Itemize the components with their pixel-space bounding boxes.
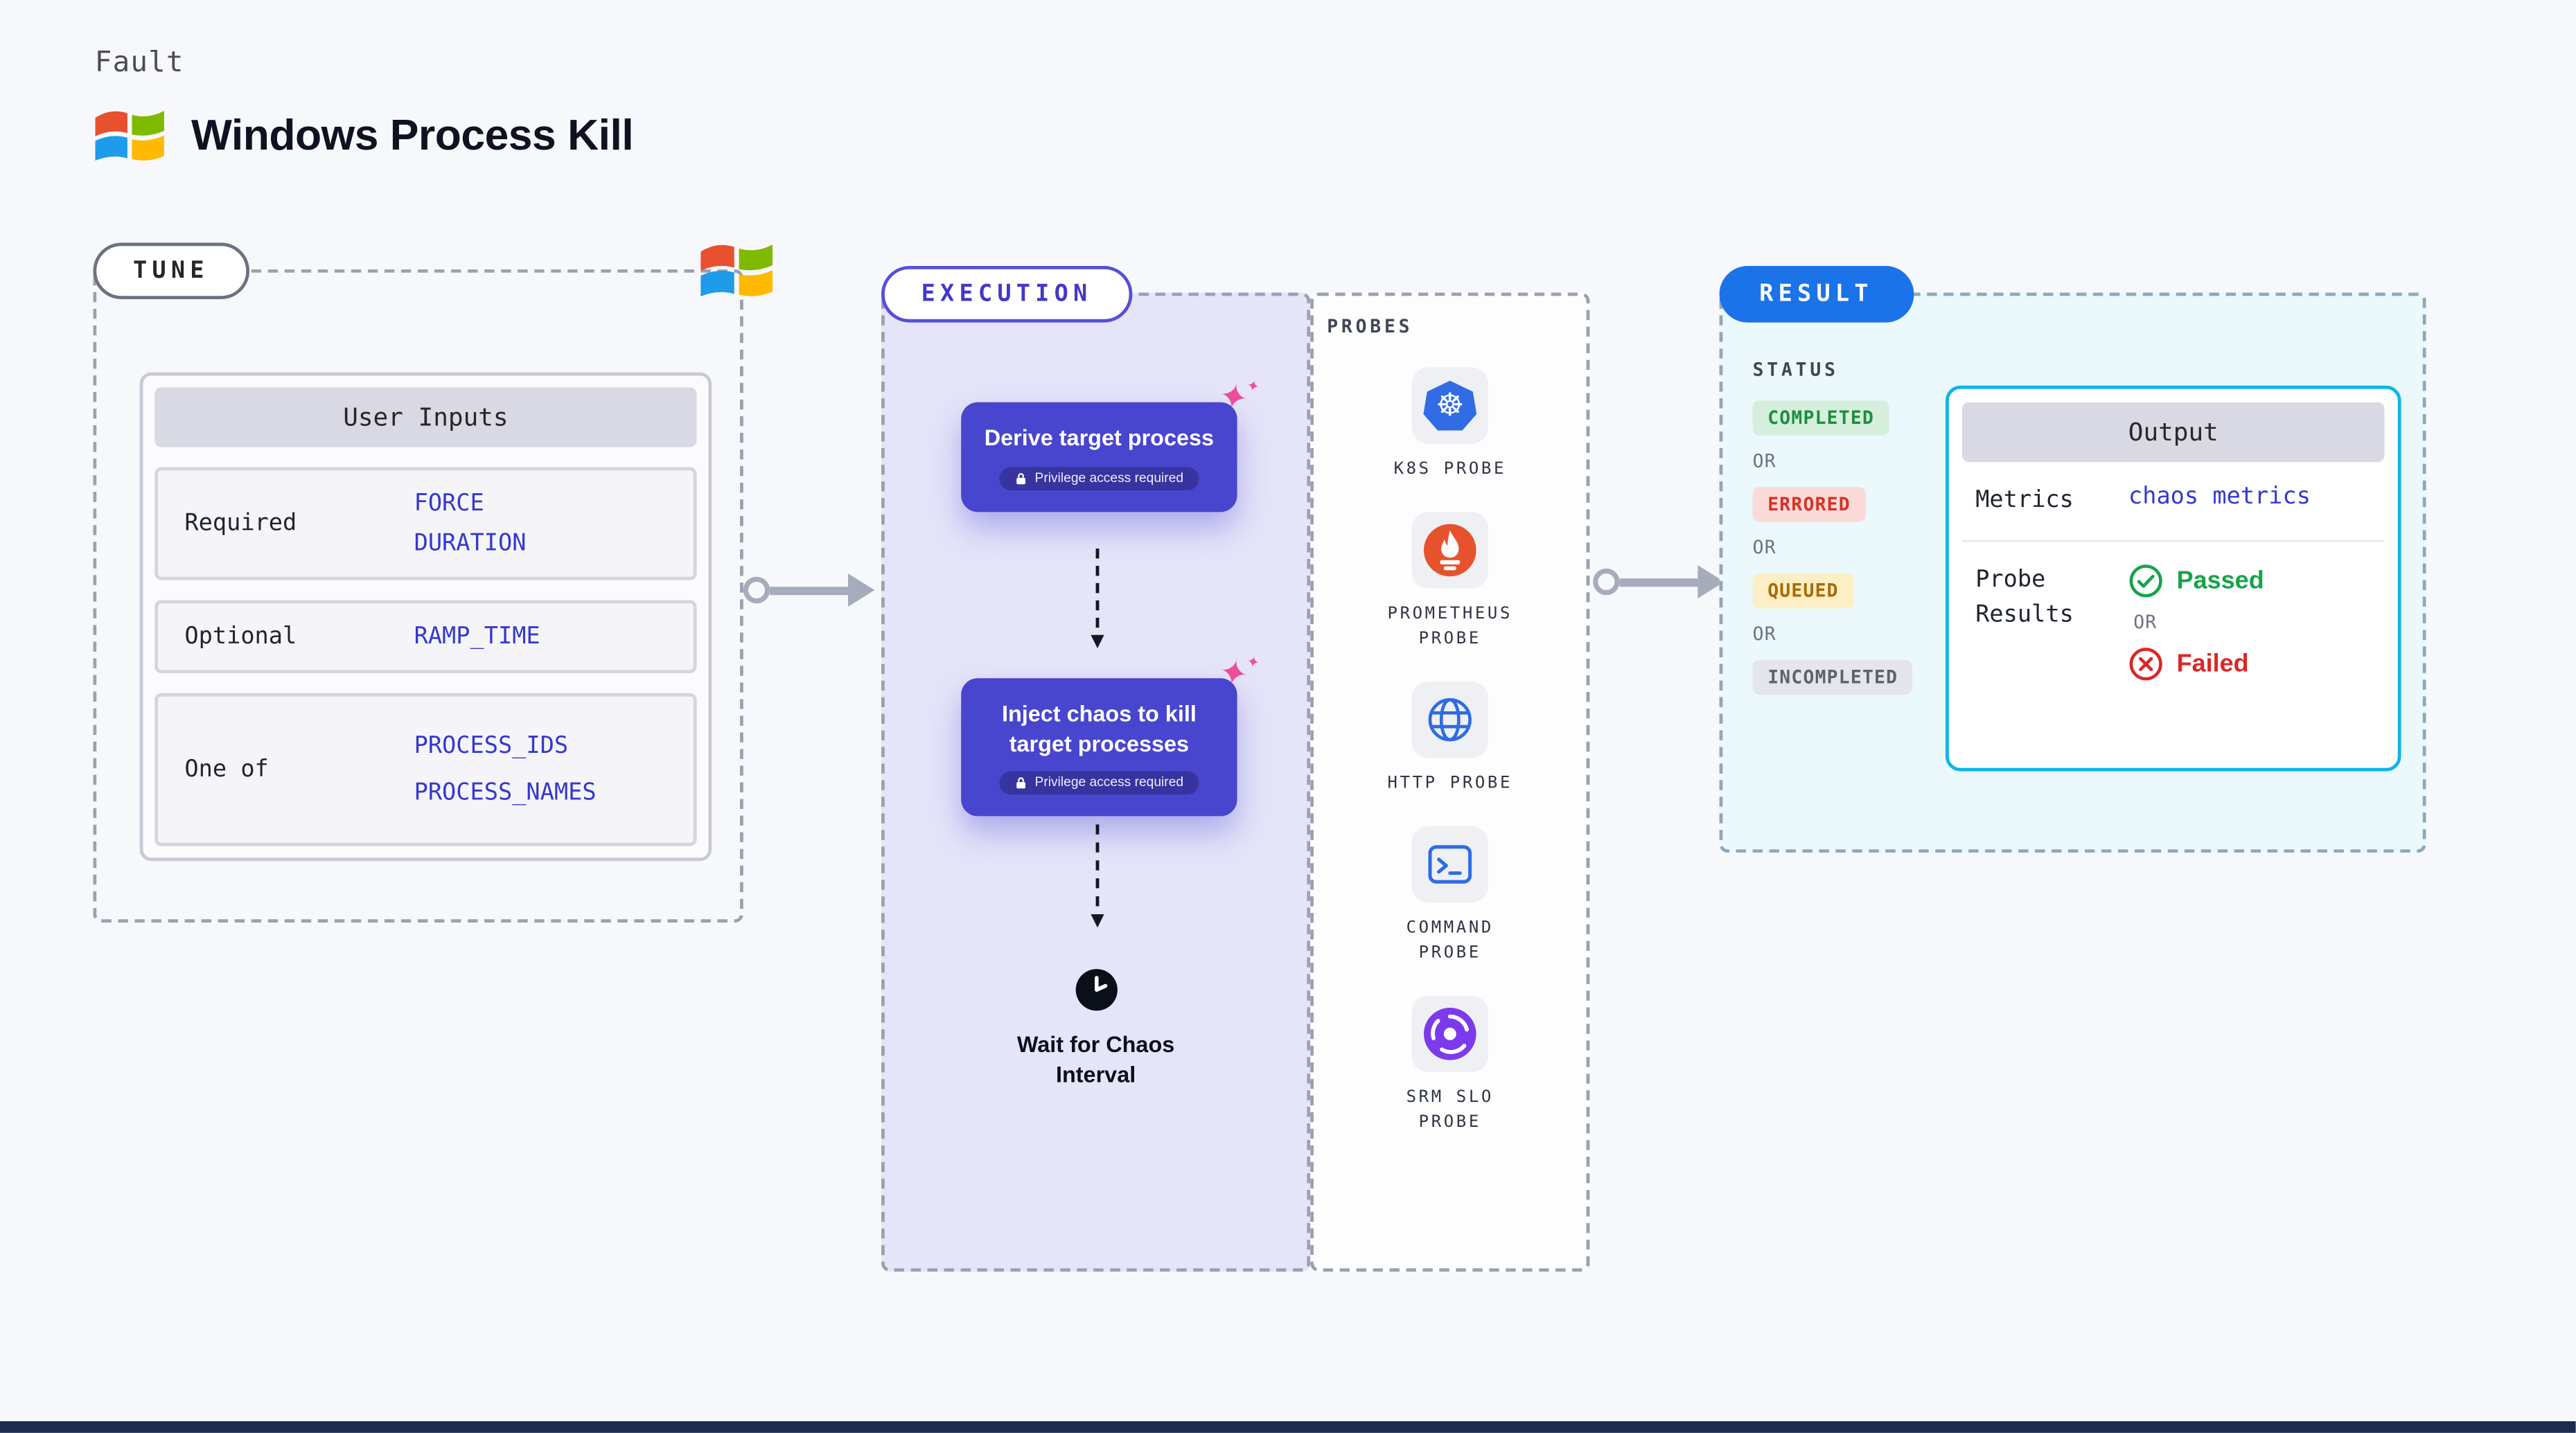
header: Windows Process Kill — [91, 96, 634, 172]
probes-section: PROBES ☸ K8S PROBE PROMETHEUS PROBE — [1310, 292, 1590, 1272]
table-row-one-of: One of PROCESS_IDS PROCESS_NAMES — [155, 693, 697, 846]
result-label: RESULT — [1719, 266, 1914, 323]
lock-icon — [1016, 472, 1026, 484]
failed-line: Failed — [2128, 647, 2264, 682]
probe-results-row: Probe Results Passed OR Failed — [1962, 542, 2385, 703]
probe-results-values: Passed OR Failed — [2128, 564, 2264, 682]
result-section: RESULT STATUS COMPLETED OR ERRORED OR QU… — [1719, 266, 2426, 853]
chaos-metrics-link[interactable]: chaos metrics — [2128, 483, 2311, 510]
bottom-edge-bar — [0, 1421, 2576, 1433]
metrics-label: Metrics — [1975, 487, 2074, 514]
srm-slo-icon — [1411, 995, 1488, 1073]
status-badge-errored: ERRORED — [1752, 487, 1866, 522]
input-value: RAMP_TIME — [414, 623, 540, 650]
flow-arrow-execution-to-result — [1593, 565, 1724, 599]
step-title: Inject chaos to kill target processes — [1001, 701, 1197, 756]
status-header: STATUS — [1752, 359, 1839, 381]
clock-icon — [1073, 968, 1118, 1013]
step-inject-chaos: ✦ Inject chaos to kill target processes … — [961, 652, 1253, 817]
probe-name: SRM SLO PROBE — [1406, 1089, 1494, 1132]
input-value: PROCESS_NAMES — [414, 779, 597, 806]
probe-http: HTTP PROBE — [1377, 682, 1523, 796]
probe-prometheus: PROMETHEUS PROBE — [1377, 512, 1523, 652]
execution-section: EXECUTION ✦ Derive target process Privil… — [881, 266, 1311, 1272]
globe-icon — [1411, 682, 1488, 758]
passed-text: Passed — [2176, 567, 2264, 596]
row-label: Required — [184, 510, 297, 537]
arrow-line — [1619, 578, 1698, 587]
user-inputs-header: User Inputs — [155, 387, 697, 447]
fault-kicker: Fault — [94, 46, 184, 80]
table-row-optional: Optional RAMP_TIME — [155, 600, 697, 674]
probe-name: HTTP PROBE — [1387, 774, 1513, 793]
flow-arrow-tune-to-execution — [743, 573, 875, 607]
arrow-start-dot — [1593, 568, 1620, 596]
failed-text: Failed — [2176, 650, 2249, 679]
user-inputs-table: User Inputs Required FORCE DURATION Opti… — [139, 372, 712, 862]
row-values: FORCE DURATION — [414, 490, 527, 557]
privilege-badge: Privilege access required — [1000, 466, 1199, 490]
windows-logo-icon — [697, 229, 777, 309]
input-value: FORCE — [414, 490, 484, 517]
or-separator: OR — [1752, 537, 1776, 559]
wait-label: Wait for Chaos Interval — [1016, 1032, 1175, 1087]
terminal-icon — [1411, 826, 1488, 903]
tune-label: TUNE — [93, 242, 249, 300]
arrow-start-dot — [743, 576, 770, 604]
sparkle-icon: ✦ — [1216, 376, 1253, 420]
step-derive-target-process: ✦ Derive target process Privilege access… — [961, 376, 1253, 512]
probe-command: COMMAND PROBE — [1377, 826, 1523, 966]
or-separator: OR — [1752, 450, 1776, 472]
row-label: One of — [184, 756, 269, 783]
probe-results-label: Probe Results — [1975, 567, 2074, 629]
probes-label: PROBES — [1327, 316, 1413, 338]
metrics-row: Metrics chaos metrics — [1962, 462, 2385, 542]
arrow-line — [770, 586, 848, 595]
arrowhead-icon — [848, 573, 875, 607]
tune-section: TUNE User Inputs Required FORCE DURATION… — [93, 242, 773, 923]
sparkle-icon: ✦ — [1216, 652, 1253, 696]
step-title: Derive target process — [984, 425, 1215, 451]
input-value: DURATION — [414, 530, 527, 558]
output-card: Output Metrics chaos metrics Probe Resul… — [1946, 385, 2401, 772]
lock-icon — [1016, 777, 1026, 789]
passed-line: Passed — [2128, 564, 2264, 598]
input-value: PROCESS_IDS — [414, 733, 569, 760]
windows-logo-icon — [91, 96, 168, 172]
output-header: Output — [1962, 402, 2385, 463]
privilege-badge-text: Privilege access required — [1034, 470, 1184, 485]
probe-name: PROMETHEUS PROBE — [1387, 605, 1513, 649]
status-badge-incompleted: INCOMPLETED — [1752, 659, 1913, 695]
status-badge-queued: QUEUED — [1752, 573, 1854, 609]
probe-name: COMMAND PROBE — [1406, 919, 1494, 963]
x-circle-icon — [2129, 648, 2162, 681]
probe-srm-slo: SRM SLO PROBE — [1377, 995, 1523, 1136]
prometheus-icon — [1411, 512, 1488, 589]
or-separator: OR — [1752, 623, 1776, 646]
check-circle-icon — [2129, 564, 2162, 598]
probe-k8s: ☸ K8S PROBE — [1377, 367, 1523, 482]
privilege-badge: Privilege access required — [1000, 771, 1199, 795]
row-label: Optional — [184, 623, 297, 650]
status-column: STATUS COMPLETED OR ERRORED OR QUEUED OR… — [1752, 359, 1913, 695]
status-badge-completed: COMPLETED — [1752, 400, 1889, 436]
table-row-required: Required FORCE DURATION — [155, 467, 697, 580]
wait-for-chaos-interval: Wait for Chaos Interval — [885, 968, 1307, 1089]
execution-label: EXECUTION — [881, 266, 1133, 323]
page-title: Windows Process Kill — [191, 109, 634, 159]
or-separator: OR — [2133, 612, 2158, 634]
flow-arrow-down — [1090, 549, 1104, 649]
privilege-badge-text: Privilege access required — [1034, 774, 1184, 790]
flow-arrow-down — [1090, 824, 1104, 928]
probe-name: K8S PROBE — [1393, 460, 1507, 479]
row-values: PROCESS_IDS PROCESS_NAMES — [414, 733, 597, 806]
kubernetes-icon: ☸ — [1411, 367, 1488, 444]
row-values: RAMP_TIME — [414, 623, 540, 650]
